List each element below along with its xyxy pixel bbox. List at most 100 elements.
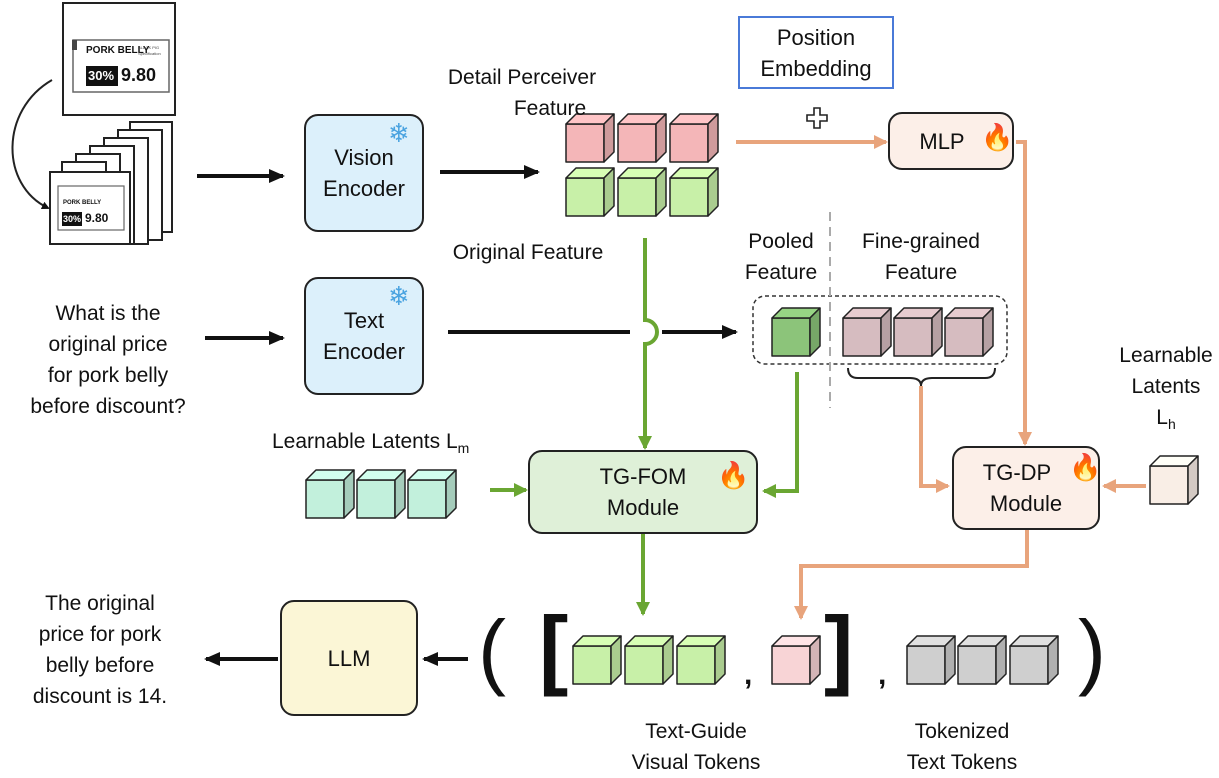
cube-front	[893, 317, 933, 357]
pooled-feature-line-2: Feature	[744, 261, 818, 284]
cube-side	[707, 167, 719, 217]
cube-side	[995, 635, 1007, 685]
mlp-label: MLP	[919, 128, 965, 154]
learnable-latent-m-cube	[305, 469, 355, 519]
cube-front	[305, 479, 345, 519]
cube-front	[771, 645, 811, 685]
arrow-finegrained-to-tgdp	[919, 386, 950, 493]
vision-encoder-label-1: Vision	[334, 145, 394, 170]
learnable-latents-h-line-1: Learnable	[1119, 344, 1213, 367]
text-guide-line-1: Text-Guide	[645, 720, 747, 743]
detail-token-cube	[771, 635, 821, 685]
detail-feature-cube	[617, 167, 667, 217]
frame-sampling-arrow	[11, 79, 53, 210]
original-feature-label: Original Feature	[452, 241, 604, 264]
tag-discount-small: 30%	[63, 214, 82, 224]
fine-grained-line-1: Fine-grained	[862, 230, 980, 253]
fine-grained-brace	[847, 367, 996, 387]
mlp-block: MLP	[888, 112, 1014, 170]
detail-feature-cube	[617, 113, 667, 163]
cube-side	[982, 307, 994, 357]
detail-perceiver-line-2: Feature	[513, 97, 587, 120]
question-line-4: before discount?	[30, 395, 186, 418]
tg-dp-label-1: TG-DP	[982, 460, 1052, 485]
cube-side	[880, 307, 892, 357]
answer-line-1: The original	[45, 592, 155, 615]
cube-side	[662, 635, 674, 685]
cube-front	[572, 645, 612, 685]
cube-side	[944, 635, 956, 685]
fine-grained-feature-cube	[842, 307, 892, 357]
fire-icon: 🔥	[717, 460, 750, 490]
tokenized-text-label: Tokenized Text Tokens	[892, 716, 1032, 778]
cube-side	[707, 113, 719, 163]
cube-side	[445, 469, 457, 519]
text-encoder-block: Text Encoder	[304, 277, 424, 395]
tg-dp-block: TG-DP Module	[952, 446, 1100, 530]
question-line-1: What is the	[55, 302, 161, 325]
text-token-cube	[1009, 635, 1059, 685]
tag-discount-large: 30%	[88, 68, 115, 83]
cube-side	[655, 167, 667, 217]
cube-front	[771, 317, 811, 357]
pooled-feature-label: Pooled Feature	[736, 226, 826, 288]
fine-grained-feature-cube	[944, 307, 994, 357]
cube-side	[343, 469, 355, 519]
position-embedding-block: Position Embedding	[738, 16, 894, 89]
llm-label: LLM	[327, 645, 371, 671]
tg-fom-label-2: Module	[606, 495, 680, 520]
cube-front	[617, 177, 657, 217]
question-line-3: for pork belly	[47, 364, 169, 387]
cube-side	[931, 307, 943, 357]
cube-side	[394, 469, 406, 519]
learnable-latent-m-cube	[356, 469, 406, 519]
learnable-latents-h-symbol: L	[1156, 406, 1168, 429]
cube-front	[669, 123, 709, 163]
text-token-cube	[957, 635, 1007, 685]
learnable-latents-m-label: Learnable Latents Lm	[272, 426, 500, 464]
tag-product-small: PORK BELLY	[63, 200, 102, 206]
position-embedding-label-2: Embedding	[760, 55, 872, 81]
cube-side	[1047, 635, 1059, 685]
answer-line-4: discount is 14.	[32, 685, 168, 708]
cube-side	[610, 635, 622, 685]
comma-1: ,	[744, 658, 753, 691]
learnable-latents-m-sub: m	[457, 440, 470, 457]
position-embedding-label-1: Position	[776, 24, 856, 50]
cube-side	[603, 113, 615, 163]
cube-front	[407, 479, 447, 519]
arrow-tgdp-to-tokens	[794, 530, 1029, 620]
text-guide-tokens-label: Text-Guide Visual Tokens	[612, 716, 780, 778]
learnable-latents-h-label: Learnable Latents Lh	[1104, 340, 1219, 440]
cube-front	[944, 317, 984, 357]
cubes-layer	[305, 113, 1199, 685]
close-paren: )	[1078, 603, 1106, 697]
text-encoder-label-1: Text	[343, 308, 385, 333]
question-line-2: original price	[48, 333, 168, 356]
close-bracket: ]	[824, 598, 854, 697]
arrow-pooled-to-tgfom	[762, 372, 799, 498]
cube-side	[809, 635, 821, 685]
price-tag-large	[62, 2, 176, 116]
tg-dp-label-2: Module	[989, 491, 1063, 516]
vision-encoder-label-2: Encoder	[323, 176, 405, 201]
cube-front	[676, 645, 716, 685]
cube-side	[603, 167, 615, 217]
detail-perceiver-line-1: Detail Perceiver	[447, 66, 597, 89]
llm-block: LLM	[280, 600, 418, 716]
text-token-cube	[906, 635, 956, 685]
answer-line-2: price for pork	[38, 623, 162, 646]
price-tag-small	[57, 185, 125, 231]
comma-2: ,	[878, 658, 887, 691]
cube-front	[565, 123, 605, 163]
tg-fom-label-1: TG-FOM	[599, 464, 687, 489]
open-paren: (	[478, 603, 506, 697]
visual-token-cube	[572, 635, 622, 685]
detail-feature-cube	[669, 113, 719, 163]
answer-text: The original price for pork belly before…	[10, 588, 190, 712]
cube-front	[356, 479, 396, 519]
cube-side	[809, 307, 821, 357]
snowflake-icon: ❄	[388, 281, 410, 311]
